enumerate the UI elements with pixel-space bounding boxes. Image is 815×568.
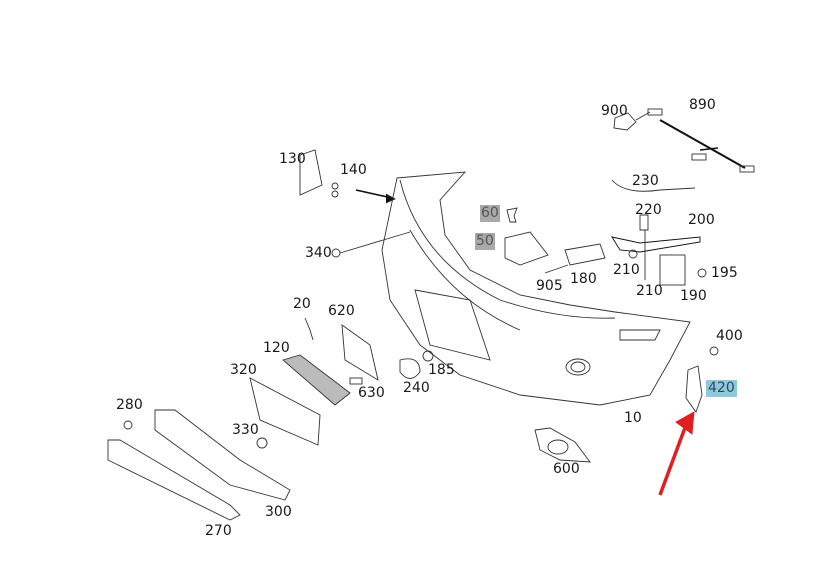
part-label-185: 185 (428, 362, 455, 378)
part-label-330: 330 (232, 422, 259, 438)
part-label-320: 320 (230, 362, 257, 378)
part-label-900: 900 (601, 103, 628, 119)
part-label-400: 400 (716, 328, 743, 344)
part-label-600: 600 (553, 461, 580, 477)
part-label-120: 120 (263, 340, 290, 356)
part-label-300: 300 (265, 504, 292, 520)
part-label-280: 280 (116, 397, 143, 413)
part-label-230: 230 (632, 173, 659, 189)
part-label-195: 195 (711, 265, 738, 281)
part-label-890: 890 (689, 97, 716, 113)
part-label-190: 190 (680, 288, 707, 304)
red-arrow (658, 424, 688, 496)
part-label-630: 630 (358, 385, 385, 401)
part-label-270: 270 (205, 523, 232, 539)
part-label-420-highlighted: 420 (706, 380, 737, 397)
part-label-620: 620 (328, 303, 355, 319)
part-label-20: 20 (293, 296, 311, 312)
front-bumper-part-10 (381, 171, 691, 406)
part-label-200: 200 (688, 212, 715, 228)
part-label-180: 180 (570, 271, 597, 287)
part-label-210-upper: 210 (613, 262, 640, 278)
part-label-240: 240 (403, 380, 430, 396)
part-label-60: 60 (480, 205, 500, 222)
part-label-220: 220 (635, 202, 662, 218)
part-label-50: 50 (475, 233, 495, 250)
part-label-340: 340 (305, 245, 332, 261)
part-label-130: 130 (279, 151, 306, 167)
part-label-905: 905 (536, 278, 563, 294)
part-label-140: 140 (340, 162, 367, 178)
part-label-210-lower: 210 (636, 283, 663, 299)
part-label-10: 10 (624, 410, 642, 426)
